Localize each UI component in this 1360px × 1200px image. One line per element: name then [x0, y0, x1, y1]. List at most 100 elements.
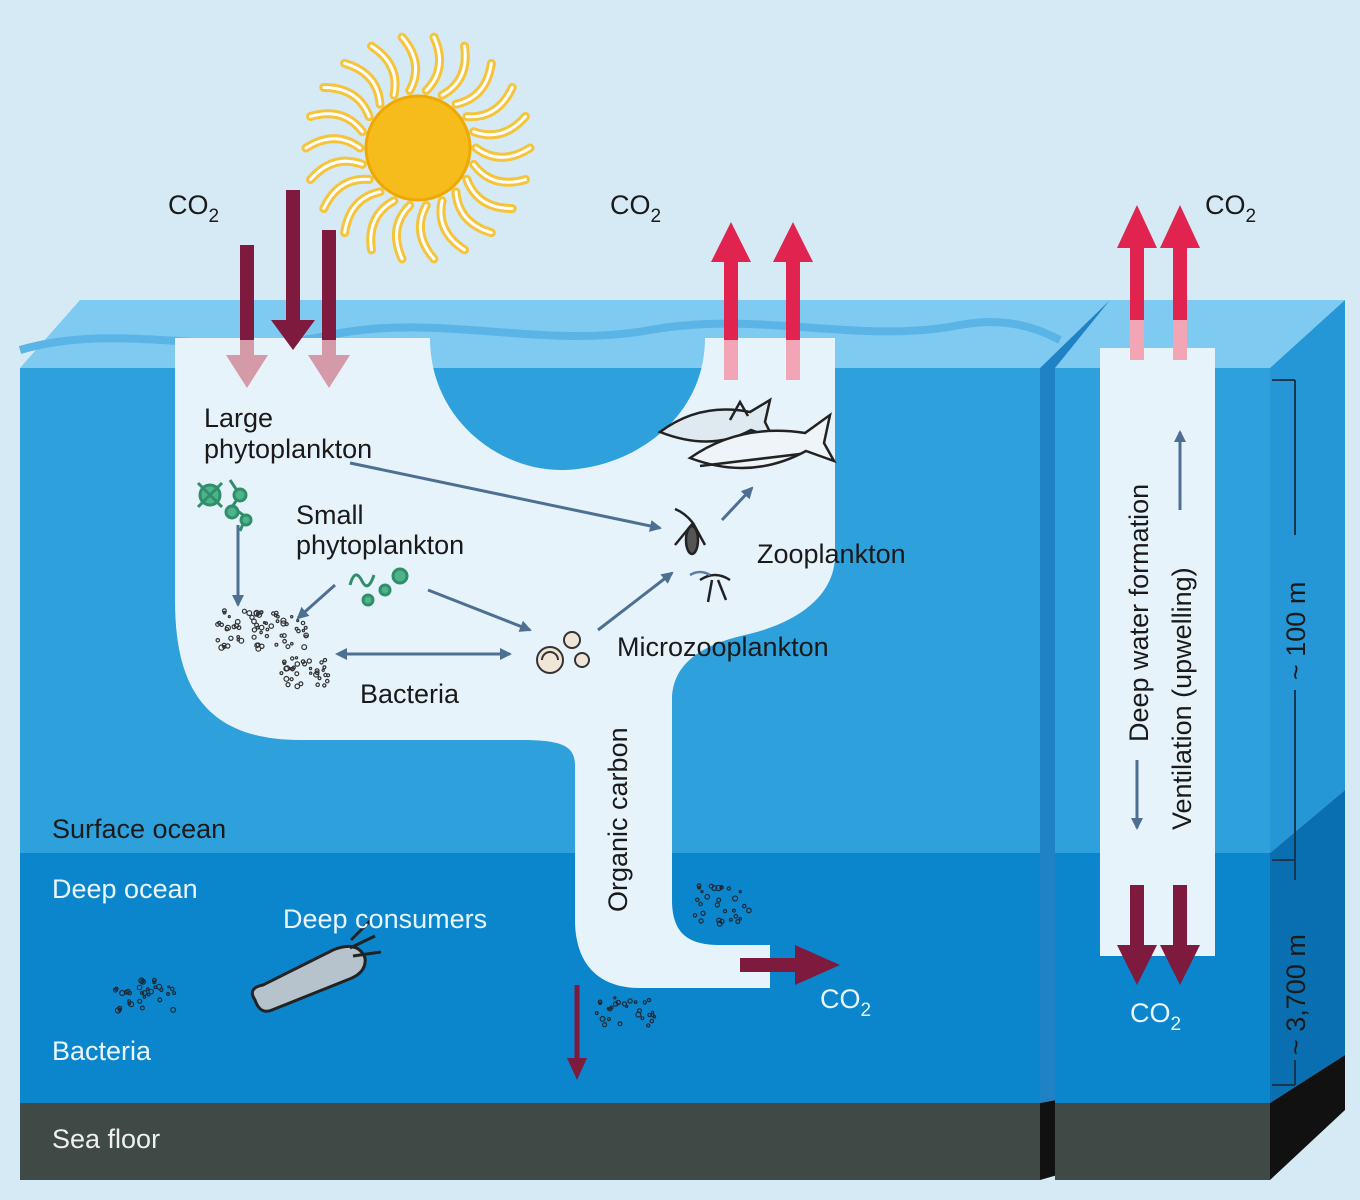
bacteria-dot	[731, 908, 736, 913]
bacteria-dot	[698, 901, 703, 907]
bacteria-dot	[726, 886, 732, 891]
bacteria-dot	[128, 1001, 135, 1008]
bacteria-dot	[281, 659, 287, 665]
organic-carbon-label: Organic carbon	[603, 727, 633, 912]
microzooplankton-label: Microzooplankton	[617, 632, 829, 662]
sun-ray	[322, 85, 371, 119]
bacteria-dot	[642, 1000, 648, 1005]
bacteria-dot	[279, 671, 284, 676]
bacteria-dot	[280, 617, 287, 624]
bacteria-dot	[599, 1015, 606, 1022]
bacteria-dot	[317, 676, 322, 681]
bacteria-dot	[598, 1001, 603, 1006]
bacteria-dot	[326, 673, 331, 678]
sun-ray	[454, 190, 493, 235]
bacteria-dot	[298, 681, 304, 687]
bacteria-dot	[301, 644, 308, 651]
bacteria-dot	[280, 620, 287, 627]
bacteria-cluster-icon	[215, 608, 331, 690]
bacteria-dot	[716, 920, 723, 927]
bacteria-dot	[322, 665, 327, 670]
bacteria-dot	[227, 614, 231, 619]
sun-ray	[369, 44, 397, 97]
bacteria-dot	[633, 1000, 638, 1004]
bacteria-dot	[692, 912, 698, 918]
deep-bacteria-icon	[112, 883, 752, 1028]
sun-ray	[343, 61, 382, 106]
bacteria-dot	[627, 998, 633, 1004]
bacteria-dot	[282, 661, 287, 666]
bacteria-dot	[268, 623, 275, 629]
bacteria-deep-label: Bacteria	[52, 1036, 152, 1066]
bacteria-dot	[137, 998, 143, 1004]
bacteria-dot	[259, 630, 263, 635]
deep-ocean-label: Deep ocean	[52, 874, 198, 904]
bacteria-dot	[722, 908, 728, 914]
co2-label-deep: CO	[820, 984, 861, 1014]
bacteria-dot	[728, 917, 733, 922]
bacteria-dot	[321, 668, 325, 672]
bacteria-dot	[708, 883, 714, 889]
svg-text:CO2: CO2	[610, 190, 661, 227]
bacteria-dot	[246, 610, 253, 617]
bacteria-dot	[234, 618, 241, 625]
bacteria-dot	[219, 622, 225, 628]
co2-respiration-arrow	[740, 945, 840, 985]
bacteria-dot	[322, 657, 328, 663]
bacteria-dot	[146, 987, 150, 991]
column-channel	[1100, 348, 1215, 956]
bacteria-dot	[714, 902, 721, 908]
sun-ray	[304, 137, 362, 150]
zooplankton-icon	[674, 507, 731, 603]
bacteria-dot	[290, 615, 294, 619]
bacteria-dot	[308, 666, 313, 671]
bacteria-dot	[294, 661, 301, 667]
column-side-floor	[1270, 1055, 1345, 1180]
bacteria-dot	[139, 1005, 145, 1011]
sink-arrow-head	[567, 1058, 587, 1080]
bacteria-dot	[142, 995, 147, 999]
bacteria-dot	[300, 620, 306, 626]
sun-ray	[474, 146, 532, 159]
bacteria-dot	[283, 675, 290, 682]
labels: CO2 CO2 CO2 CO2 CO2 Large phytoplankton …	[52, 190, 1311, 1154]
sun-ray	[309, 112, 364, 134]
bacteria-dot	[225, 643, 231, 649]
bacteria-dot	[152, 980, 157, 985]
bacteria-dot	[296, 618, 300, 623]
bacteria-dot	[716, 897, 722, 903]
microzooplankton-icon	[536, 631, 590, 674]
bacteria-dot	[601, 1021, 608, 1028]
co2-release-arrows	[711, 222, 813, 380]
co2-label-left: CO	[168, 190, 209, 220]
bacteria-dot	[290, 656, 295, 661]
bacteria-dot	[275, 619, 280, 624]
co2-label-column: CO	[1130, 998, 1171, 1028]
bacteria-dot	[646, 997, 652, 1003]
sun-ray	[439, 199, 467, 252]
bacteria-dot	[324, 678, 330, 684]
bacteria-dot	[741, 903, 747, 909]
sun-ray	[424, 35, 442, 93]
bacteria-dot	[221, 608, 227, 614]
bacteria-dot	[289, 677, 294, 682]
bacteria-dot	[738, 916, 743, 921]
bacteria-dot	[731, 895, 739, 902]
biological-pump-region	[175, 338, 835, 988]
bacteria-dot	[112, 987, 118, 993]
bacteria-dot	[141, 990, 148, 996]
bacteria-dot	[735, 919, 741, 925]
bacteria-dot	[238, 637, 245, 644]
bacteria-dot	[167, 985, 171, 989]
bacteria-dot	[262, 620, 267, 625]
bacteria-dot	[166, 991, 171, 996]
bacteria-dot	[700, 889, 704, 894]
small-phytoplankton-label-1: Small	[296, 500, 364, 530]
sun-icon	[301, 32, 535, 264]
fish-icon	[657, 397, 837, 470]
bacteria-dot	[151, 977, 157, 983]
bacteria-dot	[224, 626, 230, 632]
bacteria-dot	[733, 913, 739, 919]
bacteria-dot	[140, 979, 147, 985]
large-phytoplankton-label-1: Large	[204, 403, 273, 433]
